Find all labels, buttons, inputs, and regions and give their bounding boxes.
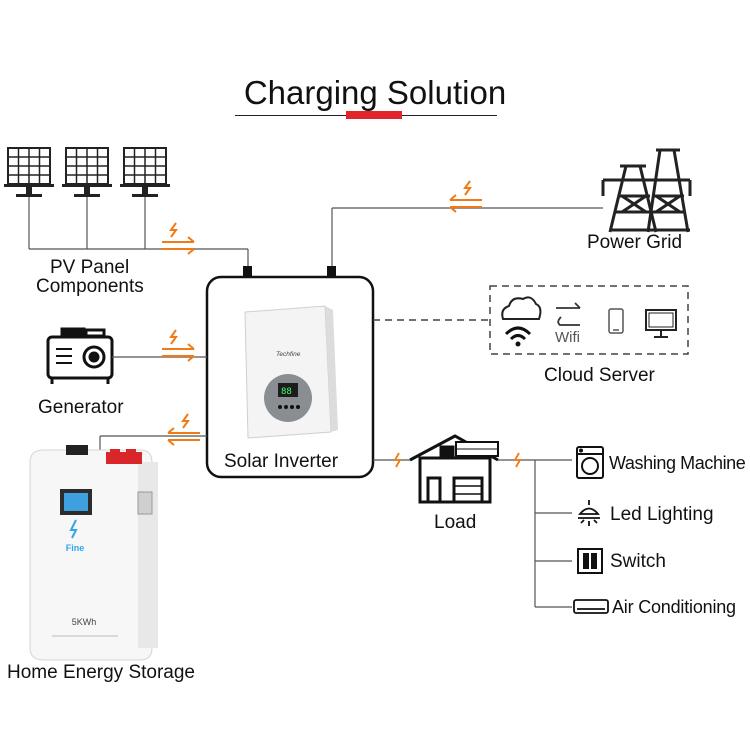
svg-text:88: 88 <box>281 387 292 397</box>
wifi-icon <box>504 326 532 347</box>
cloud-icon <box>501 296 542 320</box>
page-title: Charging Solution <box>243 74 507 111</box>
battery-capacity: 5KWh <box>72 617 97 627</box>
cloud-server-label: Cloud Server <box>544 365 655 386</box>
load-label: Load <box>434 512 477 533</box>
washing-machine-icon <box>576 446 604 479</box>
pv-panel-label: PV Panel <box>50 258 129 277</box>
load-wiring <box>373 459 572 608</box>
grid-flow-arrows <box>449 180 483 213</box>
battery-brand: Fine <box>66 543 85 553</box>
appliance-air-conditioning-label: Air Conditioning <box>612 597 736 617</box>
pv-panel-icon <box>3 147 171 198</box>
air-conditioner-icon <box>573 599 609 614</box>
grid-input-terminal <box>327 266 336 278</box>
phone-icon <box>608 308 624 334</box>
appliance-washing-machine-label: Washing Machine <box>609 453 746 473</box>
title-accent-bar <box>346 111 402 119</box>
power-tower-icon <box>601 148 692 233</box>
pv-panel-label-line1: PV Panel <box>50 257 130 278</box>
monitor-icon <box>645 309 677 338</box>
wifi-label: Wifi <box>555 329 580 346</box>
generator-label: Generator <box>38 397 124 418</box>
solar-inverter-label: Solar Inverter <box>224 451 339 472</box>
switch-icon <box>577 548 603 574</box>
generator-flow-arrows <box>161 329 195 362</box>
inverter-brand: Techfine <box>276 351 301 358</box>
load-out-spark-icon <box>513 452 522 468</box>
sync-icon <box>556 302 581 326</box>
solar-inverter-device: 88 <box>244 305 338 439</box>
pv-panel-label-line2: Components <box>36 276 144 297</box>
pv-flow-arrows <box>161 222 195 255</box>
pv-wiring <box>28 197 249 268</box>
house-icon <box>409 434 499 504</box>
pv-components-label: Components <box>36 277 144 296</box>
home-energy-storage-label: Home Energy Storage <box>7 662 195 683</box>
generator-icon <box>46 327 114 384</box>
cloud-server-frame <box>373 285 689 355</box>
power-grid-label: Power Grid <box>587 232 683 253</box>
battery-unit <box>29 445 158 661</box>
appliance-switch-label: Switch <box>610 551 666 572</box>
pv-input-terminal <box>243 266 252 278</box>
grid-wiring <box>331 207 603 268</box>
load-in-spark-icon <box>393 452 402 468</box>
battery-flow-arrows <box>167 413 201 446</box>
lamp-icon <box>578 500 600 526</box>
appliance-led-lighting-label: Led Lighting <box>610 504 714 525</box>
